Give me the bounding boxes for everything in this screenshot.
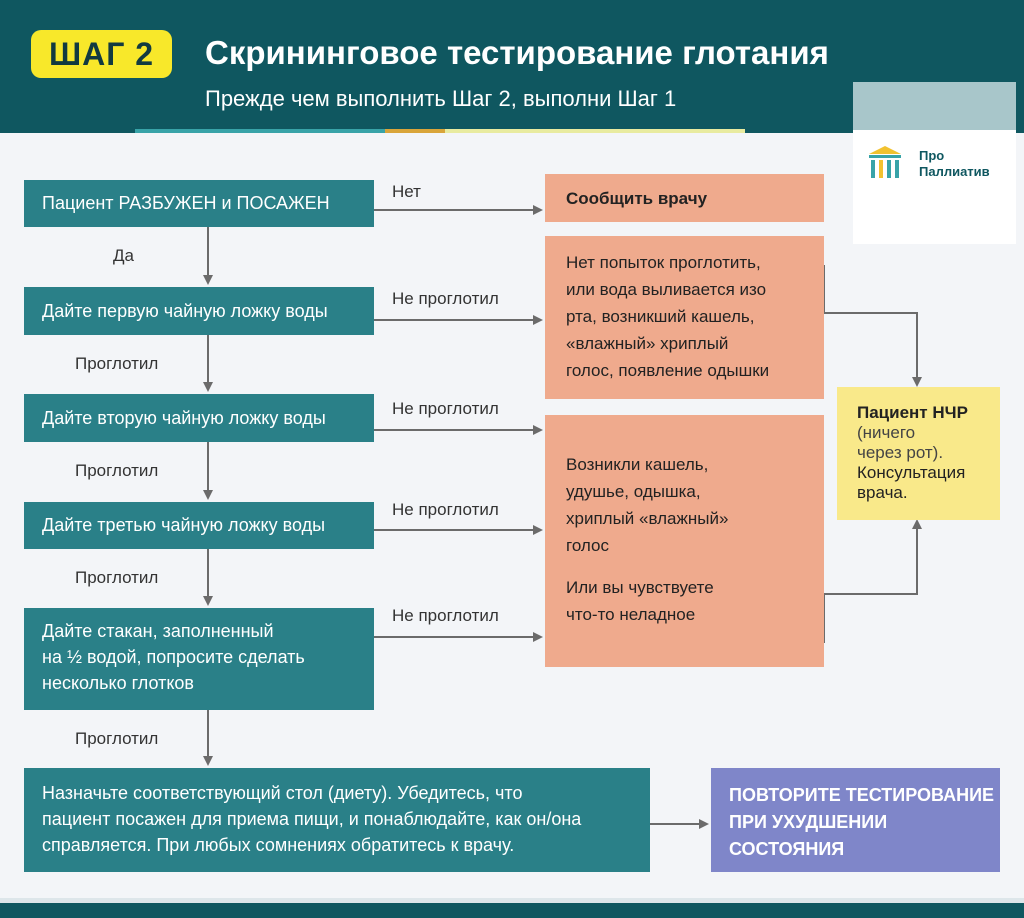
label-swallowed: Проглотил (75, 354, 159, 373)
label-yes: Да (113, 246, 134, 265)
logo-line: Про (919, 148, 945, 163)
npo-outcome-box: Пациент НЧР (ничего через рот). Консульт… (837, 387, 1000, 520)
outcome-text: врача. (857, 483, 908, 502)
no-attempt-box: Нет попыток проглотить, или вода выливае… (545, 236, 824, 399)
outcome-text: Консультация (857, 463, 966, 482)
logo-text: Про Паллиатив (919, 148, 990, 180)
page-title: Скрининговое тестирование глотания (205, 34, 829, 71)
page-subtitle: Прежде чем выполнить Шаг 2, выполни Шаг … (205, 86, 677, 111)
warning-text: хриплый «влажный» (566, 509, 729, 528)
header-stripe (0, 129, 135, 133)
outcome-text: через рот). (857, 443, 944, 462)
warning-text: что-то неладное (566, 605, 696, 624)
step-text: Дайте третью чайную ложку воды (42, 515, 326, 535)
footer-stripe (0, 898, 1024, 903)
logo-backdrop (853, 82, 1016, 130)
header-stripe (385, 129, 445, 133)
notify-doctor-box: Сообщить врачу (545, 174, 824, 222)
label-no: Нет (392, 182, 421, 201)
warning-text: голос, появление одышки (566, 361, 770, 380)
repeat-text: ПРИ УХУДШЕНИИ (729, 812, 888, 832)
step-text: Дайте первую чайную ложку воды (42, 300, 328, 321)
step-text: Дайте вторую чайную ложку воды (42, 407, 326, 428)
label-not-swallowed: Не проглотил (392, 500, 499, 519)
outcome-text: (ничего (857, 423, 916, 442)
header-stripe (135, 129, 385, 133)
label-swallowed: Проглотил (75, 568, 159, 587)
label-not-swallowed: Не проглотил (392, 606, 499, 625)
step-first-spoon: Дайте первую чайную ложку воды (24, 287, 374, 335)
building-icon (869, 146, 901, 178)
cough-box: Возникли кашель, удушье, одышка, хриплый… (545, 415, 824, 667)
warning-text: Возникли кашель, (566, 455, 709, 474)
warning-text: рта, возникший кашель, (566, 307, 755, 326)
step-text: справляется. При любых сомнениях обратит… (42, 835, 515, 855)
step-patient-awake: Пациент РАЗБУЖЕН и ПОСАЖЕН (24, 180, 374, 227)
warning-text: или вода выливается изо (566, 280, 767, 299)
label-not-swallowed: Не проглотил (392, 289, 499, 308)
logo-line: Паллиатив (919, 164, 990, 179)
warning-text: Нет попыток проглотить, (566, 253, 761, 272)
step-glass-of-water: Дайте стакан, заполненный на ½ водой, по… (24, 608, 374, 710)
warning-text: голос (566, 536, 609, 555)
step-text: Назначьте соответствующий стол (диету). … (42, 783, 523, 803)
repeat-test-box: ПОВТОРИТЕ ТЕСТИРОВАНИЕ ПРИ УХУДШЕНИИ СОС… (711, 768, 1000, 872)
step-text: пациент посажен для приема пищи, и понаб… (42, 809, 582, 829)
header-stripe (445, 129, 745, 133)
step-text: Дайте стакан, заполненный (42, 621, 274, 641)
step-assign-diet: Назначьте соответствующий стол (диету). … (24, 768, 650, 872)
warning-text: удушье, одышка, (566, 482, 701, 501)
footer-bar (0, 903, 1024, 918)
outcome-title: Пациент НЧР (857, 403, 968, 422)
notify-text: Сообщить врачу (566, 189, 708, 208)
logo: Про Паллиатив (853, 130, 1016, 244)
label-not-swallowed: Не проглотил (392, 399, 499, 418)
warning-text: «влажный» хриплый (566, 334, 729, 353)
warning-text: Или вы чувствуете (566, 578, 714, 597)
repeat-text: СОСТОЯНИЯ (729, 839, 845, 859)
step-second-spoon: Дайте вторую чайную ложку воды (24, 394, 374, 442)
step-third-spoon: Дайте третью чайную ложку воды (24, 502, 374, 549)
label-swallowed: Проглотил (75, 729, 159, 748)
step-badge: ШАГ 2 (31, 30, 172, 78)
step-text: Пациент РАЗБУЖЕН и ПОСАЖЕН (42, 193, 330, 213)
repeat-text: ПОВТОРИТЕ ТЕСТИРОВАНИЕ (729, 785, 995, 805)
label-swallowed: Проглотил (75, 461, 159, 480)
step-text: несколько глотков (42, 673, 194, 693)
step-text: на ½ водой, попросите сделать (42, 647, 305, 667)
